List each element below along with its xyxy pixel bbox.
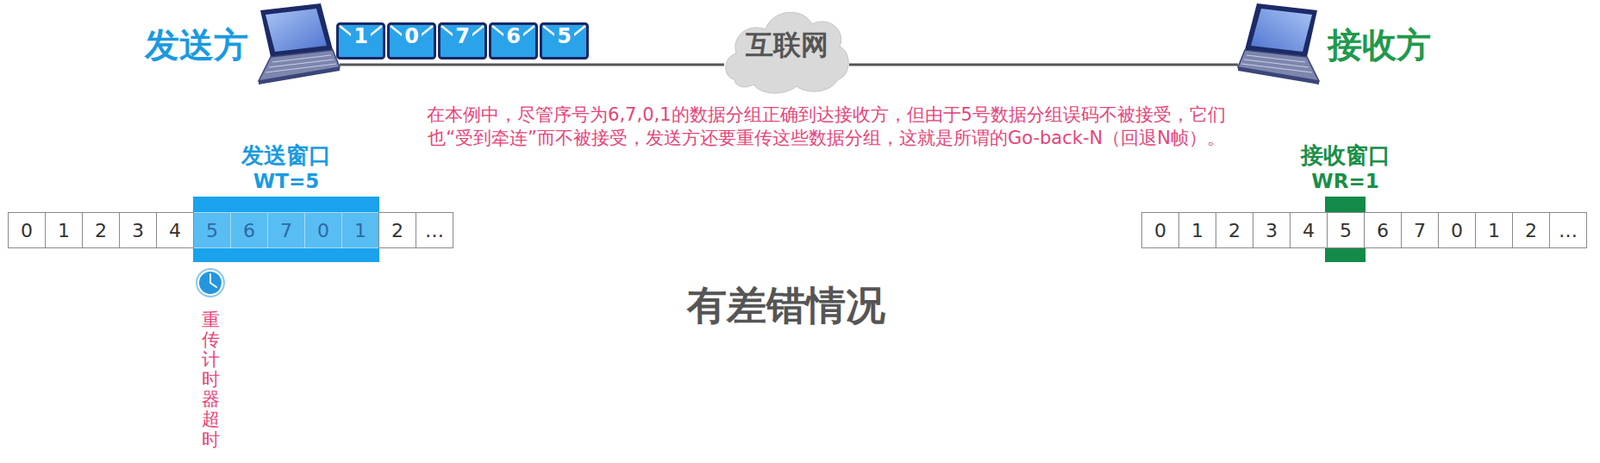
network-link xyxy=(849,63,1238,67)
receiver-laptop xyxy=(1237,3,1319,85)
sequence-cell: 3 xyxy=(118,212,157,249)
sequence-cell: 0 xyxy=(7,212,46,249)
node-text: … xyxy=(425,219,444,242)
sequence-cell: 1 xyxy=(44,212,83,249)
node-text: 5 xyxy=(206,219,219,242)
sequence-cell: 2 xyxy=(1512,212,1550,249)
envelope-body xyxy=(490,24,538,59)
node-text: 7 xyxy=(1413,219,1426,242)
envelope-body xyxy=(541,24,588,59)
explanation-note: 在本例中，尽管序号为6,7,0,1的数据分组正确到达接收方，但由于5号数据分组误… xyxy=(425,103,1227,151)
node-text: 互联网 xyxy=(745,28,829,62)
node-text: 5 xyxy=(1339,219,1352,242)
node-text: 1 xyxy=(1487,219,1500,242)
sender-laptop xyxy=(258,3,340,85)
sequence-cell: 7 xyxy=(1400,212,1439,249)
node-text: 5 xyxy=(554,25,575,50)
node-text: 4 xyxy=(168,219,182,242)
data-packet: 5 xyxy=(539,22,589,60)
sequence-cell: 7 xyxy=(267,212,306,249)
sequence-cell: 0 xyxy=(1437,212,1476,249)
node-text: 发送方 xyxy=(144,21,249,69)
timer-clock-hand xyxy=(209,274,212,283)
node-text: 0 xyxy=(1450,219,1463,242)
timer-clock-hand xyxy=(210,282,217,288)
envelope-body xyxy=(388,24,436,59)
node-text: 3 xyxy=(131,219,144,242)
node-text: 4 xyxy=(1302,219,1315,242)
sequence-cell: 4 xyxy=(156,212,194,249)
receiver-host: 接收方 xyxy=(1237,3,1438,87)
sequence-cell: 3 xyxy=(1252,212,1291,249)
network-link xyxy=(339,63,725,67)
envelope-body xyxy=(337,24,385,59)
window-heading-text: WT=5 xyxy=(241,168,332,194)
receive-window: 接收窗口WR=15 xyxy=(1325,196,1366,263)
window-heading: 发送窗口WT=5 xyxy=(241,141,332,194)
node-text: 2 xyxy=(391,219,404,242)
sequence-cell: 2 xyxy=(1215,212,1254,249)
sender-host: 发送方 xyxy=(131,3,340,87)
node-text: 7 xyxy=(280,219,293,242)
sequence-cell: 0 xyxy=(304,212,343,249)
cloud-outline xyxy=(725,12,850,94)
envelope-body xyxy=(439,24,487,59)
sequence-cell: 1 xyxy=(1178,212,1217,249)
node-text: 1 xyxy=(350,25,371,50)
window-heading-text: WR=1 xyxy=(1300,168,1391,194)
node-text: 2 xyxy=(1228,219,1241,242)
window-heading-text: 接收窗口 xyxy=(1300,141,1391,170)
node-text: 接收方 xyxy=(1327,21,1432,69)
node-text: 2 xyxy=(94,219,107,242)
data-packet: 1 xyxy=(336,22,386,60)
node-text: 2 xyxy=(1525,219,1538,242)
timer-clock-face xyxy=(198,270,223,295)
sequence-cell: 1 xyxy=(1475,212,1513,249)
sequence-cell: … xyxy=(1549,212,1588,249)
sequence-cell: 2 xyxy=(81,212,120,249)
node-text: 6 xyxy=(503,25,524,50)
internet-cloud: 互联网 xyxy=(724,3,850,97)
node-text: 0 xyxy=(20,219,33,242)
sequence-cell: 5 xyxy=(1326,212,1365,249)
sequence-cell: 6 xyxy=(1363,212,1402,249)
node-text: 1 xyxy=(1191,219,1204,242)
window-heading-text: 发送窗口 xyxy=(241,141,332,170)
sequence-cell: 0 xyxy=(1141,212,1180,249)
node-text: 7 xyxy=(452,25,473,50)
scenario-title: 有差错情况 xyxy=(687,281,886,330)
node-text: 3 xyxy=(1265,219,1278,242)
node-text: … xyxy=(1558,219,1578,242)
sequence-cell: 4 xyxy=(1289,212,1328,249)
data-packet: 0 xyxy=(387,22,437,60)
timer-clock-ring xyxy=(195,268,225,298)
node-text: 6 xyxy=(243,219,256,242)
node-text: 0 xyxy=(401,25,422,50)
node-text: 6 xyxy=(1376,219,1389,242)
sequence-cell: 6 xyxy=(230,212,269,249)
data-packet: 7 xyxy=(437,22,488,60)
sequence-cell: 2 xyxy=(378,212,417,249)
send-window: 发送窗口WT=556701 xyxy=(193,196,380,263)
node-text: 0 xyxy=(1154,219,1167,242)
node-text: 1 xyxy=(354,219,367,242)
window-heading: 接收窗口WR=1 xyxy=(1300,141,1391,194)
sequence-cell: 1 xyxy=(341,212,380,249)
data-packet: 6 xyxy=(488,22,538,60)
node-text: 1 xyxy=(57,219,70,242)
sequence-cell: 5 xyxy=(193,212,232,249)
timer-label: 重传计时器超时 xyxy=(201,310,220,450)
node-text: 0 xyxy=(317,219,330,242)
sequence-cell: … xyxy=(415,212,454,249)
